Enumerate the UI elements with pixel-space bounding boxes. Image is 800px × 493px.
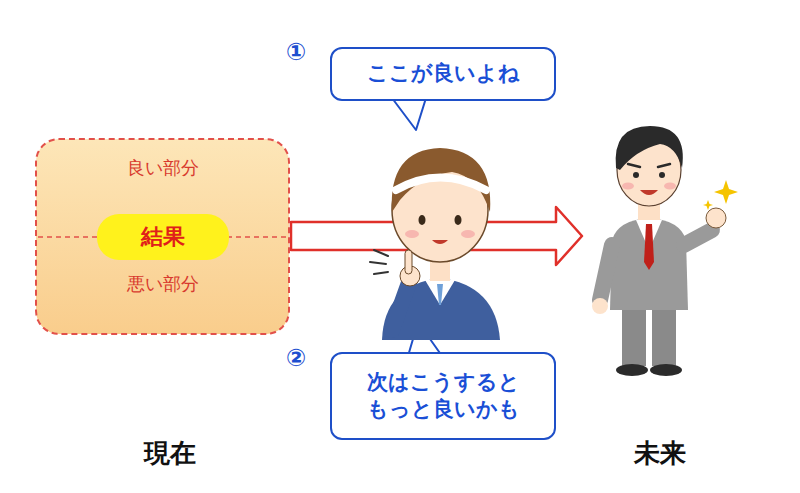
advisor-figure <box>370 148 500 340</box>
result-region: 良い部分悪い部分 結果 <box>35 138 290 335</box>
node-text: 結果 <box>97 222 229 252</box>
result-pill: 結果 <box>97 214 229 260</box>
speech-bubble: ここが良いよね <box>330 47 556 101</box>
node-text: 次はこうすると もっと良いかも <box>359 369 527 424</box>
part-label: 悪い部分 <box>37 272 288 296</box>
bubble-tail <box>392 98 426 130</box>
callout-number: ② <box>286 344 306 372</box>
future-figure <box>592 126 738 376</box>
time-label: 現在 <box>144 436 196 471</box>
node-text: ここが良いよね <box>367 60 520 87</box>
speech-bubble: 次はこうすると もっと良いかも <box>330 352 556 440</box>
time-label: 未来 <box>634 436 686 471</box>
callout-number: ① <box>286 38 306 66</box>
part-label: 良い部分 <box>37 156 288 180</box>
region-fill <box>36 139 289 334</box>
